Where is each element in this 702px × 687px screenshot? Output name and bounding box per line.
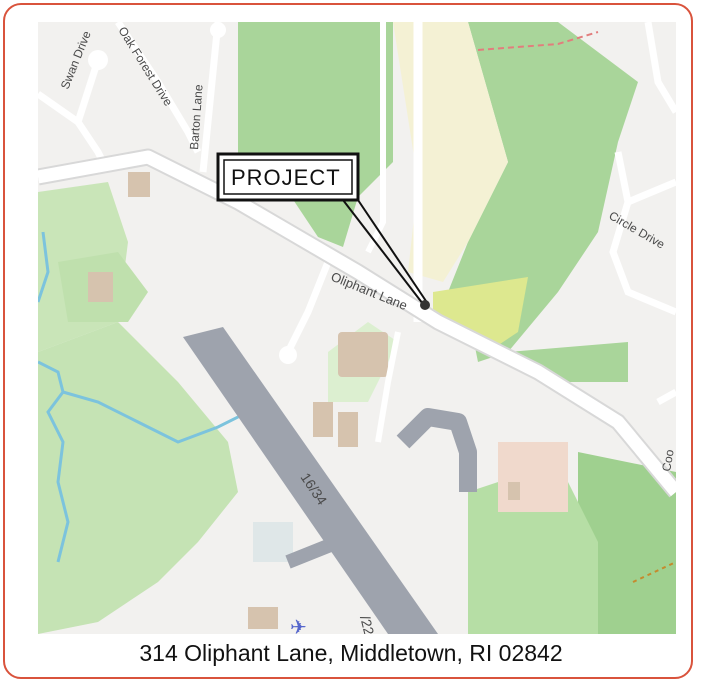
road-barton-lane: [199, 22, 222, 173]
boundary-line-north: [477, 31, 599, 51]
road-north-west: [365, 22, 386, 254]
road-northeast: [644, 22, 676, 114]
airport-icon: ✈: [290, 615, 307, 634]
road-oak-forest: [115, 22, 202, 154]
cul-de-sac-access: [279, 346, 297, 364]
building-small-3: [508, 482, 520, 500]
street-label-edge: Coo: [659, 448, 676, 472]
park-area-east: [448, 22, 638, 362]
park-strip-east: [508, 342, 628, 382]
stream-3: [38, 231, 50, 303]
stream-1: [38, 360, 70, 563]
road-circle-drive: [609, 151, 676, 316]
forest-area-southeast: [578, 452, 676, 634]
road-swan-drive-stub: [74, 58, 102, 124]
cul-de-sac-barton: [210, 22, 226, 38]
runway-16-34: [183, 327, 438, 634]
building-terminal: [248, 607, 278, 629]
building-small-2: [338, 412, 358, 447]
callout-line-2: [342, 199, 424, 305]
road-circle-drive-spur: [626, 178, 676, 206]
stream-2: [62, 390, 269, 444]
runway-label-end: /22: [357, 614, 377, 634]
street-label-barton-lane: Barton Lane: [187, 84, 206, 151]
road-airport-access: [375, 331, 401, 443]
project-callout-box: [216, 152, 360, 202]
parcel-pink: [498, 442, 568, 512]
building-hangar: [338, 332, 388, 377]
road-oliphant-lane[interactable]: [38, 150, 676, 497]
project-callout-inner-box: [223, 159, 353, 195]
map-canvas[interactable]: ✈ Swan Drive Oak Forest Drive Barton Lan…: [38, 22, 676, 634]
building-small-1: [313, 402, 333, 437]
road-east-edge: [656, 388, 676, 406]
project-label: PROJECT: [231, 165, 341, 190]
address-caption: 314 Oliphant Lane, Middletown, RI 02842: [139, 640, 563, 666]
taxiway-east: [396, 408, 477, 492]
road-access-north: [284, 260, 332, 354]
project-location-marker[interactable]: [420, 300, 430, 310]
building-house-1: [128, 172, 150, 197]
callout-line-1: [357, 199, 429, 305]
map-view[interactable]: ✈ Swan Drive Oak Forest Drive Barton Lan…: [38, 22, 676, 634]
building-house-2: [88, 272, 113, 302]
